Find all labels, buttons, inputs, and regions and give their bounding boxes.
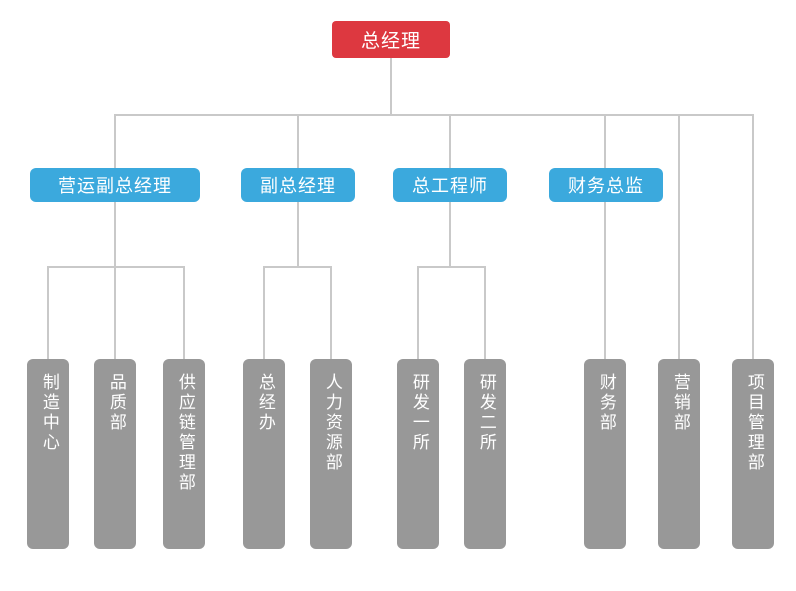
connector-exec3-child-1 xyxy=(417,266,419,360)
node-project-management-department[interactable]: 项目管理部 xyxy=(732,359,774,549)
connector-exec3-child-2 xyxy=(484,266,486,360)
connector-root-bus xyxy=(115,114,753,116)
node-rd-institute-two[interactable]: 研发二所 xyxy=(464,359,506,549)
connector-exec2-stem xyxy=(297,201,299,267)
connector-exec1-child-2 xyxy=(114,266,116,360)
node-vice-gm[interactable]: 副总经理 xyxy=(241,168,355,202)
node-label: 研发二所 xyxy=(475,373,496,453)
node-label: 财务部 xyxy=(595,373,616,433)
node-label: 人力资源部 xyxy=(321,373,342,473)
node-label: 制造中心 xyxy=(38,373,59,453)
connector-bus-to-exec-2 xyxy=(297,114,299,169)
node-general-manager[interactable]: 总经理 xyxy=(332,21,450,58)
connector-bus-to-exec-1 xyxy=(114,114,116,169)
connector-bus-to-marketing xyxy=(678,114,680,360)
node-label: 总经办 xyxy=(254,373,275,433)
node-label: 供应链管理部 xyxy=(174,373,195,493)
node-label: 品质部 xyxy=(105,373,126,433)
connector-exec2-child-2 xyxy=(330,266,332,360)
connector-exec4-to-finance xyxy=(604,114,606,360)
node-finance-department[interactable]: 财务部 xyxy=(584,359,626,549)
node-gm-office[interactable]: 总经办 xyxy=(243,359,285,549)
connector-exec1-child-1 xyxy=(47,266,49,360)
node-quality-department[interactable]: 品质部 xyxy=(94,359,136,549)
connector-exec1-stem xyxy=(114,201,116,267)
node-label: 项目管理部 xyxy=(743,373,764,473)
connector-bus-to-exec-3 xyxy=(449,114,451,169)
node-human-resources-department[interactable]: 人力资源部 xyxy=(310,359,352,549)
connector-exec1-child-3 xyxy=(183,266,185,360)
node-supply-chain-management-department[interactable]: 供应链管理部 xyxy=(163,359,205,549)
node-manufacturing-center[interactable]: 制造中心 xyxy=(27,359,69,549)
node-rd-institute-one[interactable]: 研发一所 xyxy=(397,359,439,549)
connector-root-stem xyxy=(390,57,392,115)
node-chief-engineer[interactable]: 总工程师 xyxy=(393,168,507,202)
node-label: 营销部 xyxy=(669,373,690,433)
node-marketing-department[interactable]: 营销部 xyxy=(658,359,700,549)
node-label: 研发一所 xyxy=(408,373,429,453)
connector-exec1-bus xyxy=(47,266,185,268)
connector-exec2-bus xyxy=(263,266,332,268)
connector-exec3-stem xyxy=(449,201,451,267)
node-finance-director[interactable]: 财务总监 xyxy=(549,168,663,202)
connector-bus-to-project-mgmt xyxy=(752,114,754,360)
connector-exec2-child-1 xyxy=(263,266,265,360)
node-operations-vice-gm[interactable]: 营运副总经理 xyxy=(30,168,200,202)
connector-exec3-bus xyxy=(417,266,485,268)
